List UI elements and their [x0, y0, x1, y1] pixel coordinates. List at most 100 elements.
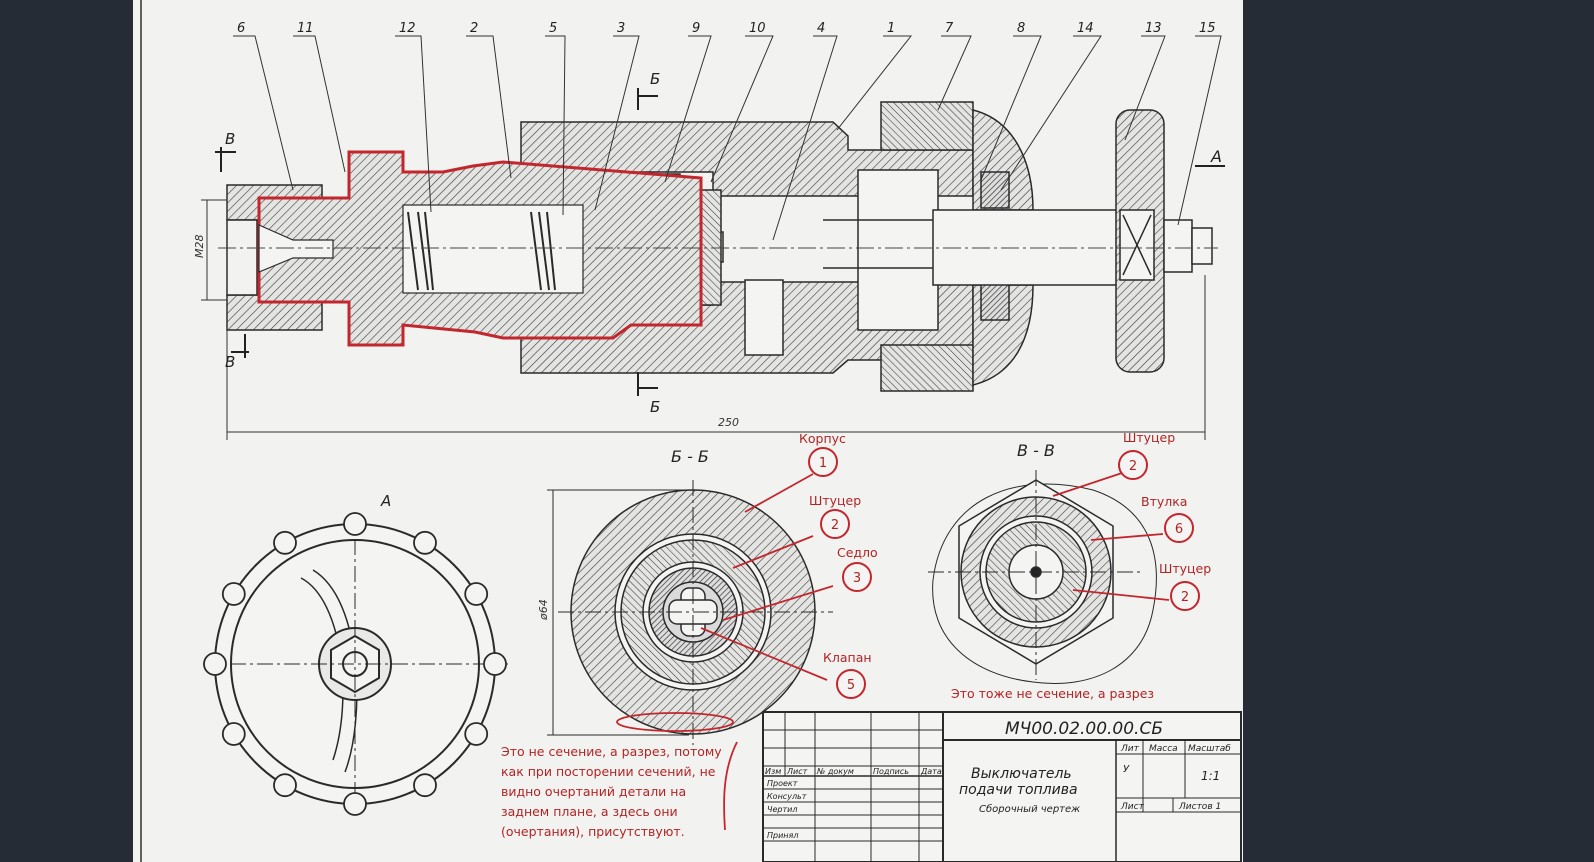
position-number: 2 — [470, 21, 478, 36]
position-number: 7 — [945, 21, 954, 36]
cut-label-b-top: Б — [650, 70, 660, 88]
role-konsult: Консульт — [767, 792, 807, 801]
section-bb — [547, 480, 833, 745]
handwheel-knob — [221, 722, 246, 746]
col-masshtab: Масштаб — [1188, 744, 1231, 754]
role-prinyal: Принял — [767, 831, 798, 840]
role-proekt: Проект — [767, 779, 798, 788]
col-massa: Масса — [1149, 744, 1178, 754]
view-a-title: А — [380, 492, 391, 510]
callout-label: Корпус — [799, 431, 846, 446]
position-number: 9 — [692, 21, 700, 36]
note-bb-line-5: (очертания), присутствуют. — [501, 824, 685, 839]
cut-label-v-top: В — [225, 130, 235, 148]
callout-shtucer_bb: 2 Штуцер — [809, 493, 861, 539]
callout-number: 5 — [847, 678, 855, 693]
callout-number: 2 — [1129, 459, 1137, 474]
position-number: 13 — [1145, 21, 1162, 36]
callout-label: Штуцер — [1159, 561, 1211, 576]
handwheel-knob — [464, 582, 489, 606]
handwheel-knob — [343, 792, 367, 816]
callout-label: Клапан — [823, 650, 872, 665]
row-header-data: Дата — [920, 767, 942, 776]
product-name-line1: Выключатель — [971, 766, 1072, 782]
handwheel-knob — [343, 512, 367, 536]
section-vv — [928, 470, 1157, 684]
position-leaders — [233, 35, 1222, 241]
callout-circle — [1164, 513, 1194, 543]
callout-label: Седло — [837, 545, 878, 560]
position-number: 10 — [749, 21, 766, 36]
dim-250: 250 — [718, 416, 739, 429]
row-header-izm: Изм — [765, 767, 781, 776]
note-bb-line-2: как при посторении сечений, не — [501, 764, 716, 779]
note-bb-line-3: видно очертаний детали на — [501, 784, 686, 799]
dimensions — [201, 190, 1206, 440]
callout-circle — [820, 509, 850, 539]
row-header-list: Лист — [786, 767, 808, 776]
callout-circle — [842, 562, 872, 592]
view-arrow-label-a: А — [1210, 147, 1222, 166]
section-vv-title: В - В — [1017, 441, 1055, 460]
sheets-label: Листов 1 — [1178, 802, 1221, 812]
callout-klapan: 5 Клапан — [823, 650, 872, 699]
role-chertil: Чертил — [767, 805, 797, 814]
handwheel-knob — [203, 652, 227, 676]
cut-label-b-bottom: Б — [650, 398, 660, 416]
handwheel-knob — [273, 530, 297, 555]
callout-label: Штуцер — [1123, 430, 1175, 445]
handwheel-knob — [413, 530, 437, 555]
handwheel-knob — [221, 582, 246, 606]
dim-d64: ø64 — [537, 599, 550, 621]
position-number: 5 — [549, 21, 557, 36]
product-name-line2: подачи топлива — [959, 782, 1078, 798]
title-block-text: МЧ00.02.00.00.СБ Выключатель подачи топл… — [765, 719, 1231, 840]
position-labels: 6 11 12 2 5 3 9 10 4 1 7 8 14 13 15 — [237, 21, 1216, 36]
position-number: 11 — [297, 21, 314, 36]
position-number: 12 — [399, 21, 416, 36]
note-vv: Это тоже не сечение, а разрез — [951, 686, 1154, 701]
red-leader-lines — [616, 471, 1170, 831]
section-bb-title: Б - Б — [671, 447, 709, 466]
row-header-dokum: № докум — [816, 767, 854, 776]
callout-number: 2 — [1181, 590, 1189, 605]
callout-korpus: 1 Корпус — [799, 431, 846, 477]
position-number: 15 — [1199, 21, 1216, 36]
callout-circle — [1170, 581, 1200, 611]
scale-value: 1:1 — [1201, 769, 1220, 783]
note-bb-line-1: Это не сечение, а разрез, потому — [501, 744, 722, 759]
handwheel-knob — [273, 773, 297, 798]
position-number: 8 — [1017, 21, 1025, 36]
callout-shtucer_vv: 2 Штуцер — [1118, 430, 1175, 480]
row-header-podpis: Подпись — [873, 767, 909, 776]
position-number: 14 — [1077, 21, 1094, 36]
col-lit: Лит — [1120, 744, 1140, 754]
position-number: 1 — [887, 21, 895, 36]
cut-label-v-bottom: В — [225, 353, 235, 371]
callout-number: 3 — [853, 571, 861, 586]
cut-markers — [215, 88, 1225, 396]
callout-shtucer_vv2: 2 Штуцер — [1159, 561, 1211, 611]
position-number: 6 — [237, 21, 245, 36]
callout-circle — [1118, 450, 1148, 480]
document-type: Сборочный чертеж — [979, 803, 1080, 815]
handwheel-knob — [483, 652, 507, 676]
note-bb-line-4: заднем плане, а здесь они — [501, 804, 678, 819]
title-block — [762, 711, 1242, 862]
handwheel-knob — [464, 722, 489, 746]
callout-number: 1 — [819, 456, 827, 471]
view-a-handwheel — [203, 512, 508, 815]
handwheel-knob — [413, 773, 437, 798]
callout-label: Штуцер — [809, 493, 861, 508]
callout-number: 2 — [831, 518, 839, 533]
callout-circle — [808, 447, 838, 477]
drawing-code: МЧ00.02.00.00.СБ — [1005, 719, 1163, 739]
position-number: 3 — [617, 21, 625, 36]
callout-label: Втулка — [1141, 494, 1187, 509]
dim-m28: М28 — [193, 235, 206, 259]
position-number: 4 — [817, 21, 825, 36]
red-callouts: 1Корпус2Штуцер3Седло5Клапан2Штуцер6Втулк… — [799, 430, 1211, 699]
